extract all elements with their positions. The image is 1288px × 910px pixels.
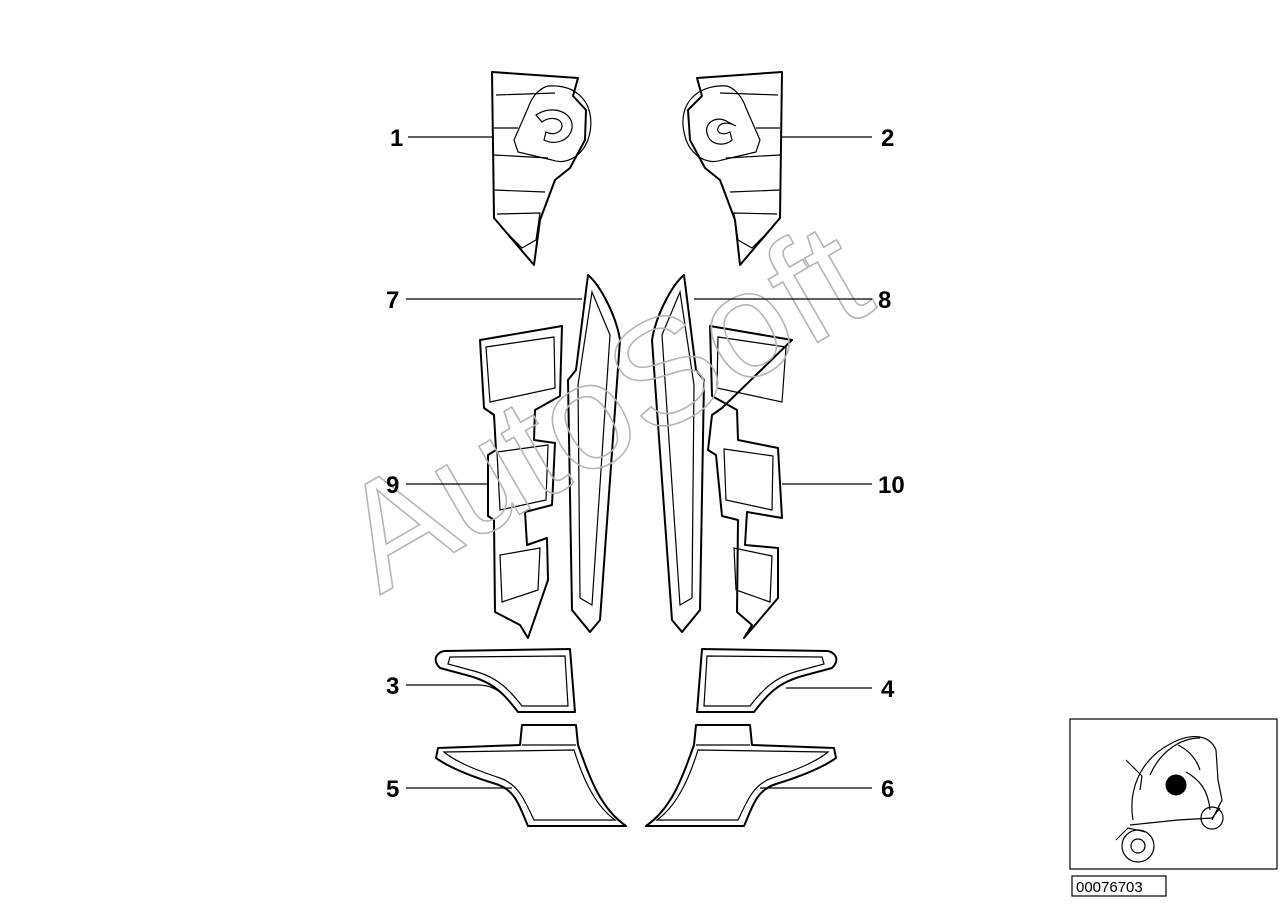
part-7-left-strip[interactable] <box>567 274 621 633</box>
callout-10[interactable]: 10 <box>878 472 905 499</box>
callout-6[interactable]: 6 <box>881 776 894 803</box>
part-6-bottom-right-piece[interactable] <box>645 724 837 827</box>
diagram-code: 00076703 <box>1076 879 1143 896</box>
callout-4[interactable]: 4 <box>881 676 895 703</box>
callout-7[interactable]: 7 <box>386 287 399 314</box>
callout-2[interactable]: 2 <box>881 125 894 152</box>
diagram-code-box <box>1071 875 1167 897</box>
part-1-upper-left-panel[interactable] <box>491 71 592 266</box>
part-2-upper-right-panel[interactable] <box>682 71 783 266</box>
callout-8[interactable]: 8 <box>878 287 891 314</box>
part-9-left-trim[interactable] <box>479 325 563 639</box>
part-4-lower-right-piece[interactable] <box>696 648 838 713</box>
part-10-right-trim[interactable] <box>707 325 793 639</box>
part-8-right-strip[interactable] <box>651 274 705 633</box>
leader-line-3 <box>406 684 503 695</box>
callout-1[interactable]: 1 <box>390 125 403 152</box>
part-3-lower-left-piece[interactable] <box>434 648 576 713</box>
part-5-bottom-left-piece[interactable] <box>435 724 627 827</box>
callout-3[interactable]: 3 <box>386 673 399 700</box>
callout-5[interactable]: 5 <box>386 776 399 803</box>
scooter-thumbnail-icon <box>1069 718 1278 870</box>
callout-9[interactable]: 9 <box>386 472 399 499</box>
